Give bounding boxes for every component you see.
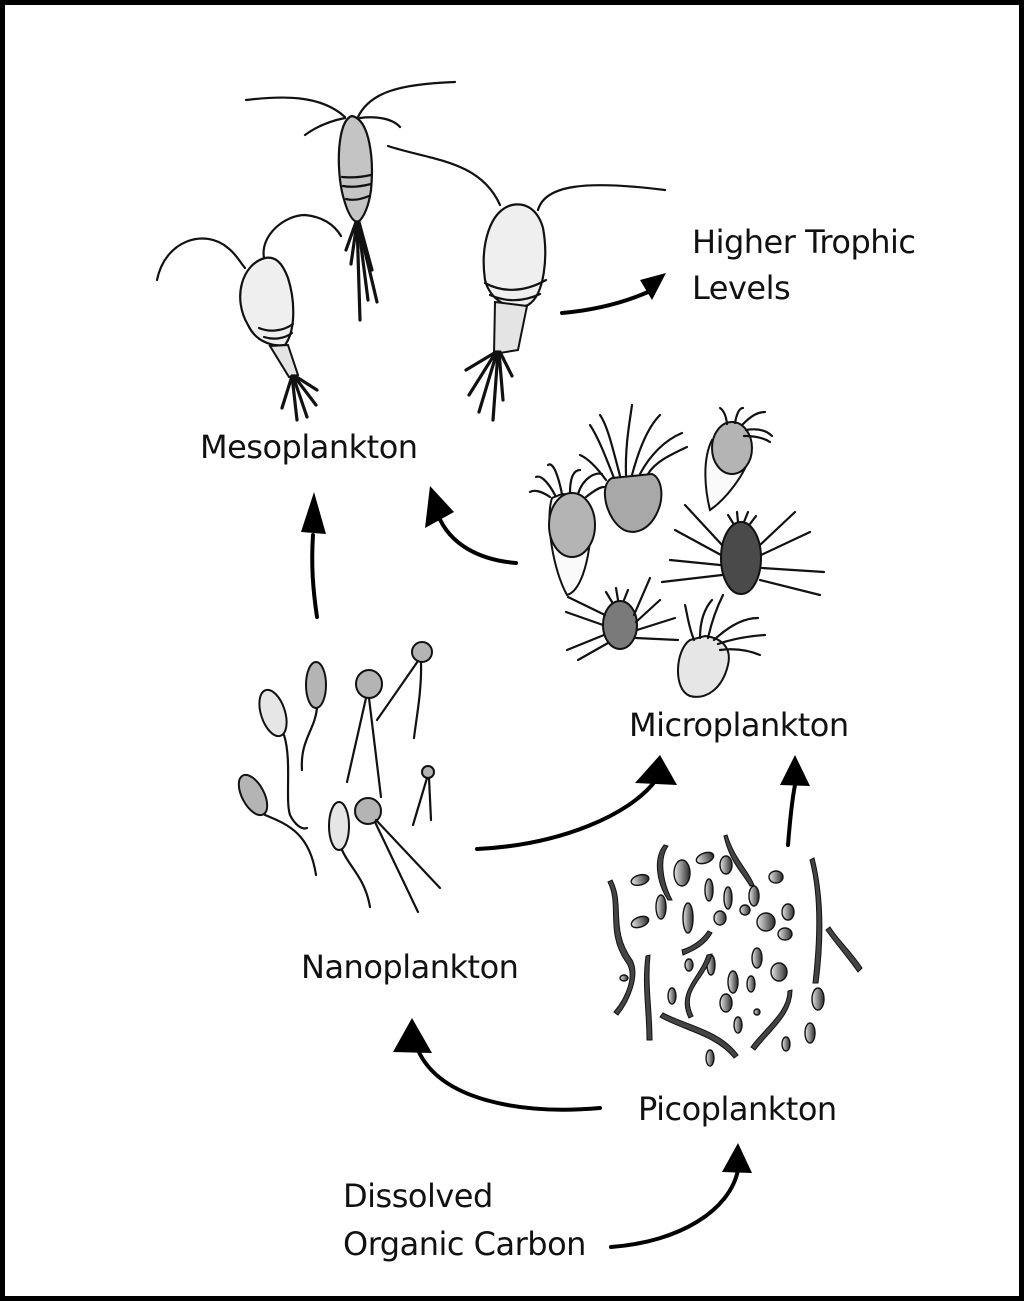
doc-line2: Organic Carbon [343, 1225, 586, 1263]
microplankton-label: Microplankton [629, 706, 849, 744]
copepod-icon [155, 80, 667, 422]
nanoplankton-label: Nanoplankton [301, 948, 519, 986]
flagellate-icon [237, 641, 442, 914]
arrow-nano-to-meso [301, 492, 326, 619]
bacteria-icon [607, 834, 863, 1067]
arrow-meso-to-higher [560, 273, 666, 315]
doc-label: Dissolved Organic Carbon [343, 1172, 586, 1268]
arrow-doc-to-pico [609, 1143, 752, 1249]
arrow-pico-to-nano [393, 1018, 602, 1112]
picoplankton-label: Picoplankton [638, 1090, 837, 1128]
higher-trophic-label: Higher Trophic Levels [692, 219, 916, 311]
arrow-nano-to-micro [475, 755, 677, 851]
higher-trophic-line2: Levels [692, 269, 791, 307]
arrow-micro-to-meso [425, 486, 518, 565]
ciliate-icon [528, 403, 826, 698]
mesoplankton-label: Mesoplankton [200, 428, 418, 466]
arrow-pico-to-micro [780, 755, 810, 847]
doc-line1: Dissolved [343, 1177, 493, 1215]
higher-trophic-line1: Higher Trophic [692, 223, 916, 261]
